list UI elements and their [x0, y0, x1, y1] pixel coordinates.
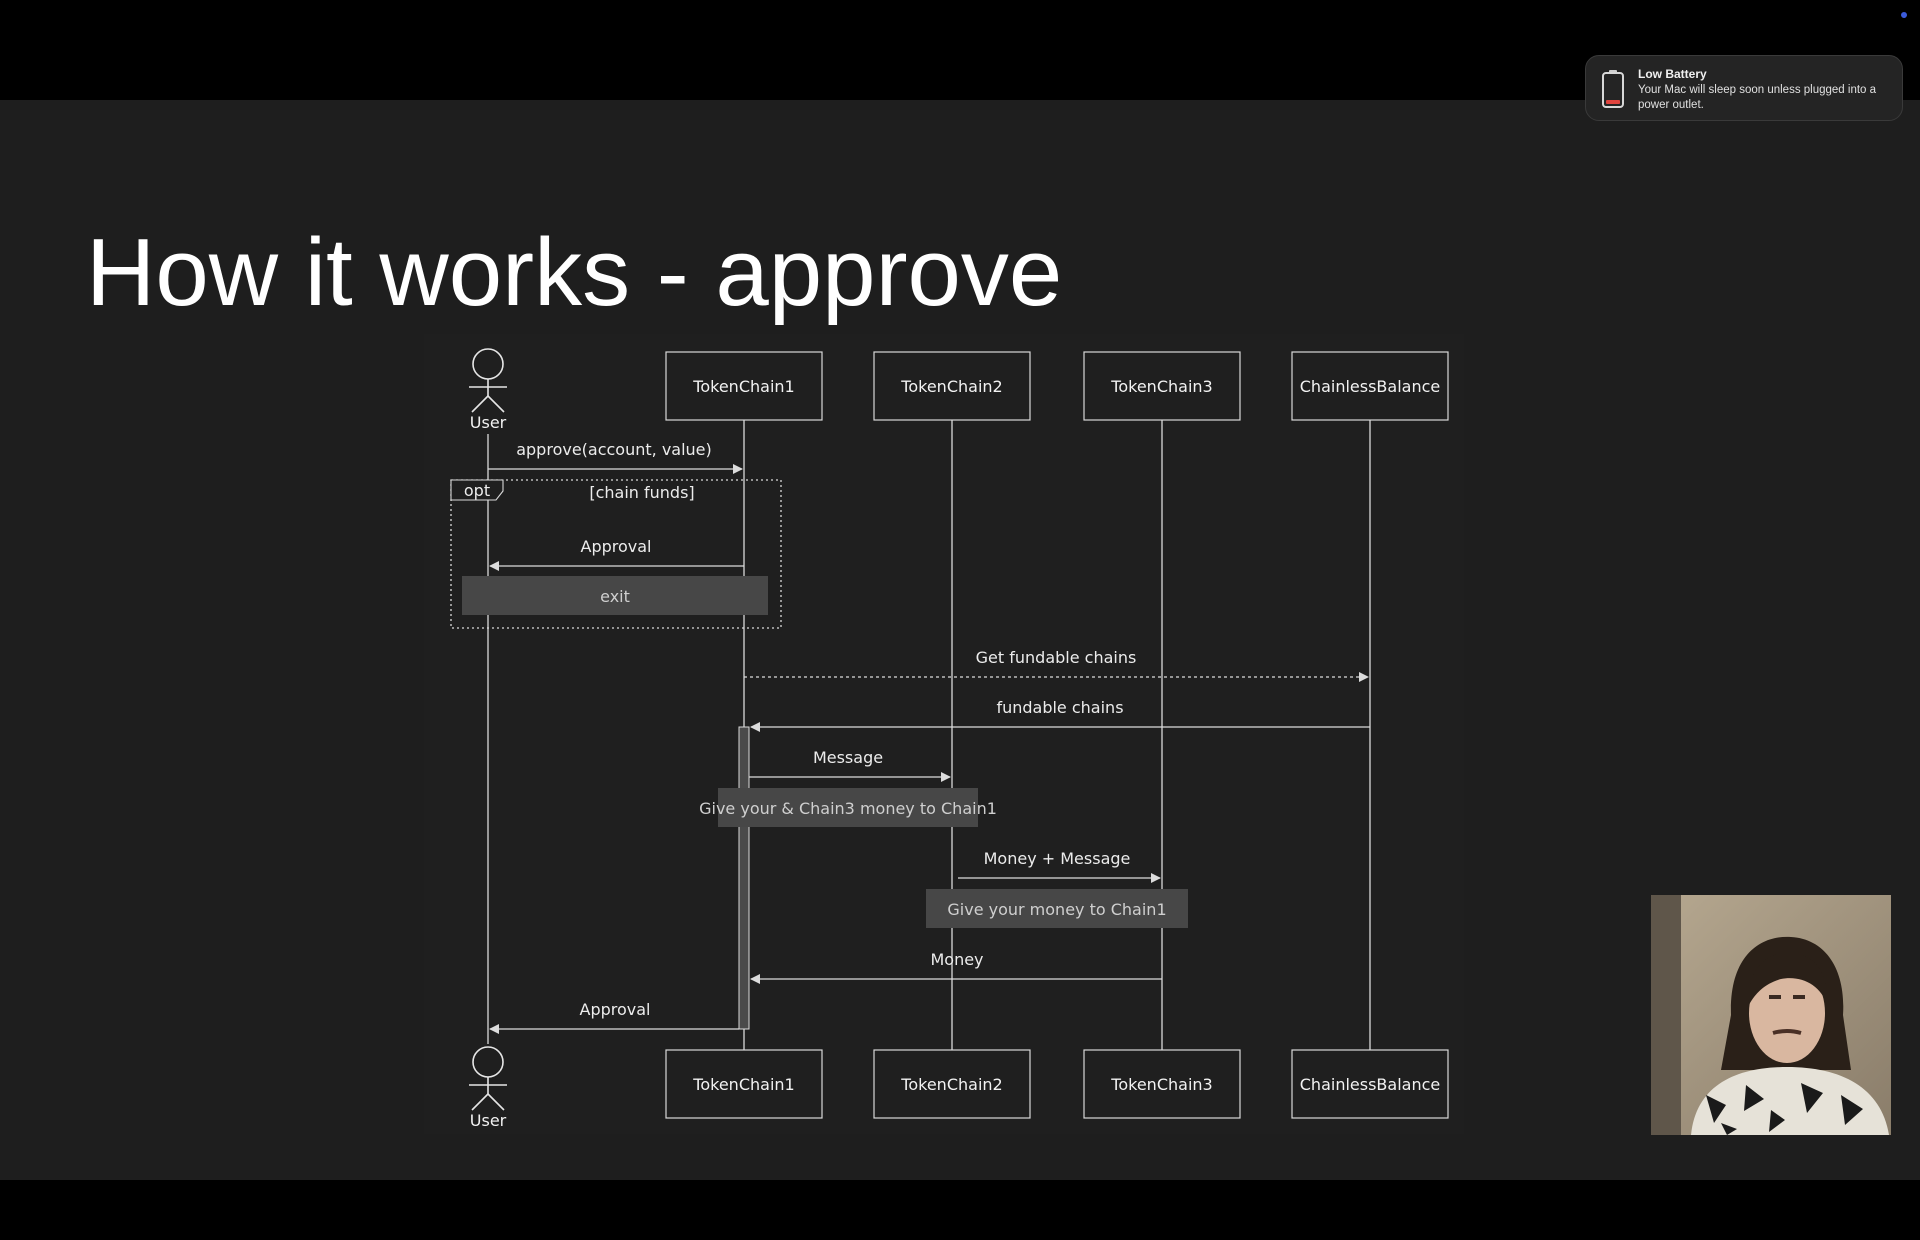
participant-chainlessbalance-top-label: ChainlessBalance: [1300, 377, 1440, 396]
participant-tokenchain1-bottom: TokenChain1: [665, 1049, 823, 1119]
opt-condition: [chain funds]: [589, 483, 694, 502]
message-get-fundable-chains: Get fundable chains: [744, 648, 1369, 682]
message-money-message: Money + Message: [958, 849, 1161, 883]
participant-tokenchain3-top-label: TokenChain3: [1110, 377, 1212, 396]
participant-chainlessbalance-bottom-label: ChainlessBalance: [1300, 1075, 1440, 1094]
notification-body: Your Mac will sleep soon unless plugged …: [1638, 84, 1877, 111]
message-message: Message: [749, 748, 951, 782]
battery-low-icon: [1600, 69, 1626, 109]
participant-tokenchain1-top: TokenChain1: [665, 351, 823, 421]
participant-tokenchain2-bottom-label: TokenChain2: [900, 1075, 1002, 1094]
status-indicator-dot: [1901, 12, 1907, 18]
participant-tokenchain2-top: TokenChain2: [873, 351, 1031, 421]
note-give-your-chain3-money-text: Give your & Chain3 money to Chain1: [699, 799, 997, 818]
opt-block: opt [chain funds]: [450, 479, 782, 629]
participant-chainlessbalance-bottom: ChainlessBalance: [1291, 1049, 1449, 1119]
note-give-your-chain3-money: Give your & Chain3 money to Chain1: [699, 788, 997, 827]
message-approve-label: approve(account, value): [516, 440, 712, 459]
participant-chainlessbalance-top: ChainlessBalance: [1291, 351, 1449, 421]
participant-tokenchain1-top-label: TokenChain1: [692, 377, 794, 396]
participant-tokenchain2-top-label: TokenChain2: [900, 377, 1002, 396]
message-fundable-chains: fundable chains: [750, 698, 1370, 732]
note-exit-text: exit: [600, 587, 630, 606]
presenter-webcam-video: [1651, 895, 1891, 1135]
actor-user-bottom-label: User: [470, 1111, 507, 1130]
message-approval-2-label: Approval: [580, 1000, 651, 1019]
participant-tokenchain3-top: TokenChain3: [1083, 351, 1241, 421]
message-money-message-label: Money + Message: [984, 849, 1131, 868]
actor-user-top-label: User: [470, 413, 507, 432]
participant-tokenchain2-bottom: TokenChain2: [873, 1049, 1031, 1119]
participant-tokenchain3-bottom: TokenChain3: [1083, 1049, 1241, 1119]
low-battery-notification[interactable]: Low Battery Your Mac will sleep soon unl…: [1585, 55, 1903, 121]
message-approval-1: Approval: [489, 537, 744, 571]
notification-title: Low Battery: [1638, 67, 1707, 81]
message-approval-1-label: Approval: [581, 537, 652, 556]
sequence-diagram: User TokenChain1 TokenChain2 TokenChain3…: [424, 334, 1464, 1134]
message-fundable-chains-label: fundable chains: [996, 698, 1123, 717]
note-exit: exit: [462, 576, 768, 615]
message-money: Money: [750, 950, 1162, 984]
actor-user-top: User: [469, 348, 507, 432]
activation-bar-tokenchain1: [738, 726, 750, 1030]
note-give-your-money-text: Give your money to Chain1: [947, 900, 1166, 919]
message-message-label: Message: [813, 748, 883, 767]
message-get-fundable-chains-label: Get fundable chains: [976, 648, 1137, 667]
message-approval-2: Approval: [489, 1000, 739, 1034]
note-give-your-money: Give your money to Chain1: [926, 889, 1188, 928]
message-money-label: Money: [930, 950, 983, 969]
message-approve: approve(account, value): [488, 440, 743, 474]
actor-user-bottom: User: [469, 1046, 507, 1130]
slide-title: How it works - approve: [86, 219, 1063, 326]
participant-tokenchain1-bottom-label: TokenChain1: [692, 1075, 794, 1094]
opt-keyword: opt: [464, 481, 490, 500]
participant-tokenchain3-bottom-label: TokenChain3: [1110, 1075, 1212, 1094]
